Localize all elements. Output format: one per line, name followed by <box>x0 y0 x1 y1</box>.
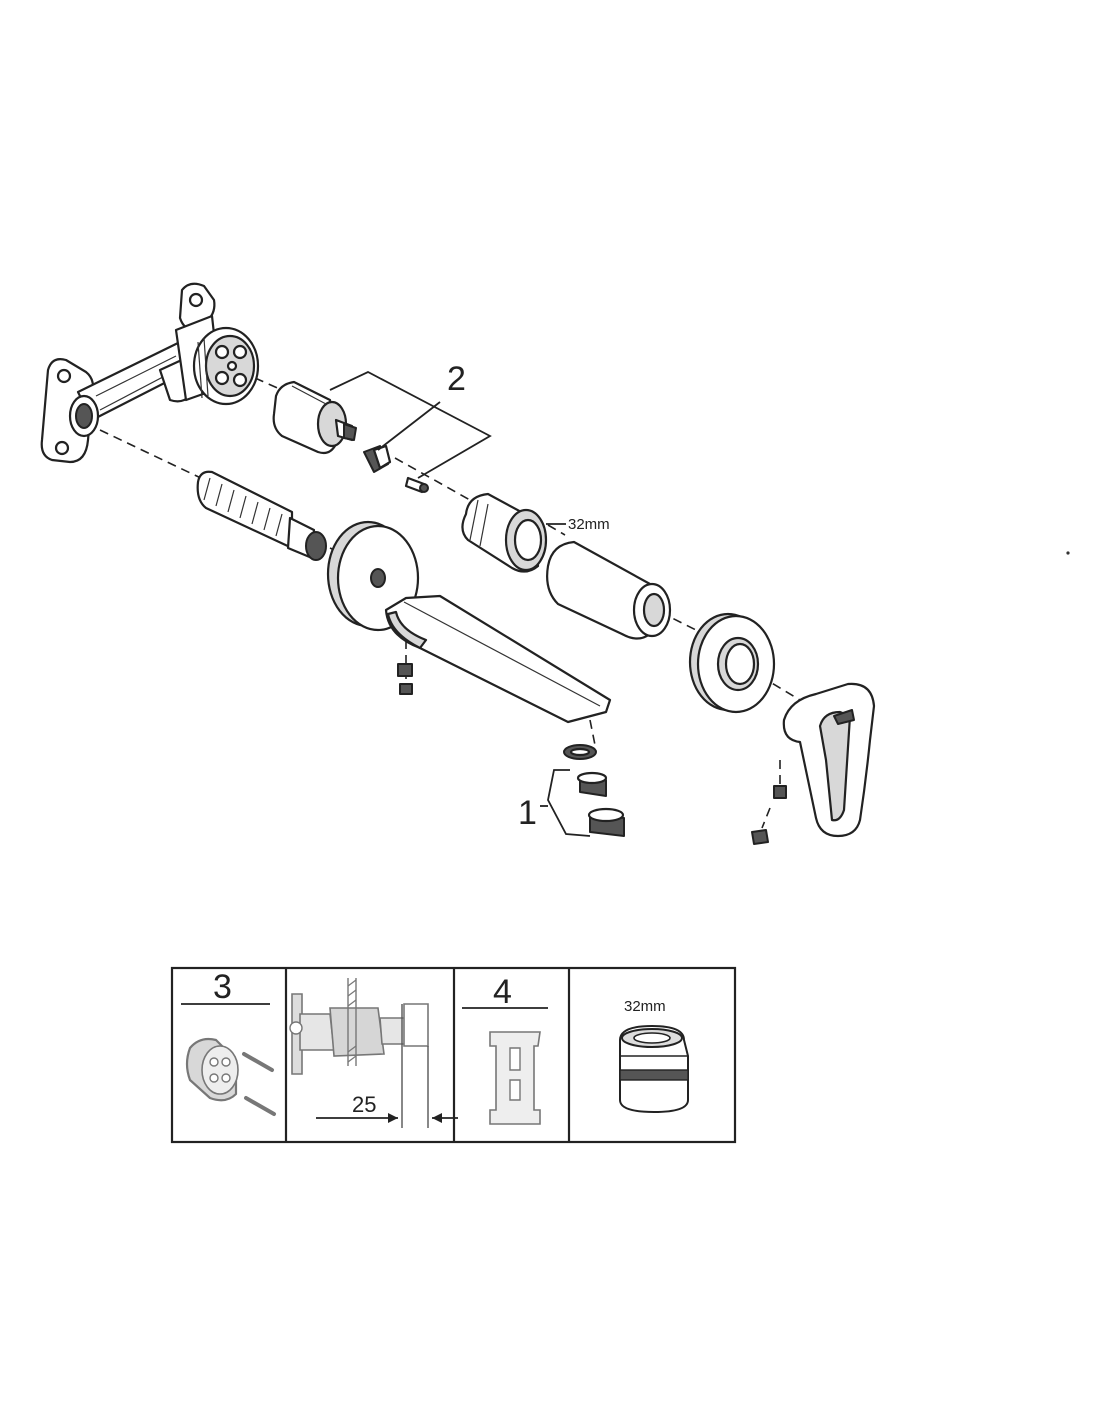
panel-installation-depth: 25 <box>289 978 458 1128</box>
reference-table <box>170 966 737 1144</box>
cartridge-screw <box>404 476 429 494</box>
cartridge-nut <box>461 492 548 573</box>
aerator-housing <box>587 807 625 837</box>
valve-cartridge <box>272 380 357 455</box>
escutcheon-ring <box>688 612 776 714</box>
panel-size-label: 32mm <box>624 998 666 1015</box>
callout-1-label: 1 <box>518 794 537 832</box>
cartridge-adapter <box>363 444 392 473</box>
aerator-insert <box>576 771 608 797</box>
wall-mounting-body <box>40 282 260 464</box>
dim-32mm-label: 32mm <box>568 516 610 533</box>
spout-grub-screws <box>397 663 413 695</box>
handle-grub-screws <box>751 785 787 845</box>
panel-32mm-nut: 32mm <box>619 998 689 1114</box>
cover-sleeve <box>546 540 672 640</box>
stray-mark <box>1066 551 1070 555</box>
panel-depth-value: 25 <box>352 1092 376 1117</box>
panel-4-extension: 4 <box>462 973 548 1125</box>
panel-4-label: 4 <box>493 973 512 1011</box>
threaded-extension <box>196 470 327 561</box>
lever-handle <box>782 682 876 838</box>
panel-3-label: 3 <box>213 968 232 1006</box>
panel-3-wall-box: 3 <box>181 968 276 1116</box>
item-2-leader-lines <box>329 370 492 479</box>
callout-2-label: 2 <box>447 360 466 398</box>
aerator-washer <box>563 744 597 760</box>
spout <box>384 594 612 724</box>
item-1-leader-lines <box>540 769 591 837</box>
